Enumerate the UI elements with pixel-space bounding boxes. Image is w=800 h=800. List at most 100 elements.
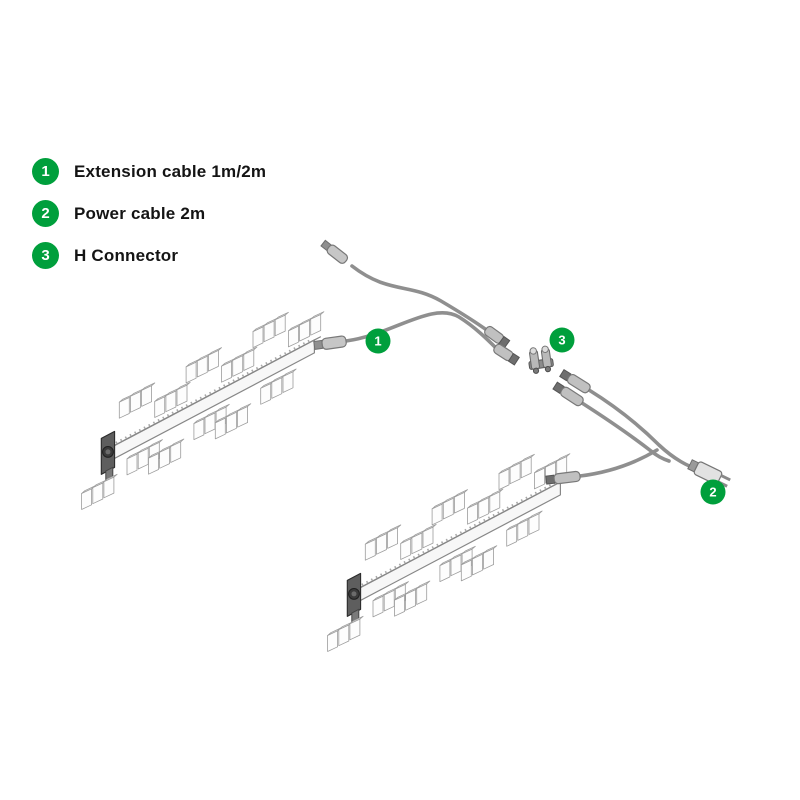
heatsink-fin <box>252 326 264 349</box>
heatsink-fin <box>453 491 465 514</box>
diagram-badge-h-connector: 3 <box>549 327 575 353</box>
badge-circle <box>365 328 391 354</box>
heatsink-fin <box>520 456 532 479</box>
extension-cable-strand <box>350 264 490 333</box>
heatsink-fin <box>126 453 138 476</box>
diagram-badge-power-cable: 2 <box>700 479 726 505</box>
legend-badge-2: 2 <box>32 200 59 227</box>
heatsink-fin <box>232 355 244 377</box>
power-cable-strand <box>578 448 659 478</box>
heatsink-fin <box>422 526 434 549</box>
cable-connector <box>552 381 584 407</box>
heatsink-fin <box>103 476 115 499</box>
diagram-badge-extension-cable: 1 <box>365 328 391 354</box>
heatsink-fin <box>271 377 283 399</box>
heatsink-fin <box>185 361 197 384</box>
heatsink-fin <box>467 503 478 525</box>
heatsink-fin <box>439 560 451 582</box>
legend-label-power-cable: Power cable 2m <box>74 203 206 223</box>
heatsink-fin <box>148 453 159 475</box>
heatsink-fin <box>176 384 188 407</box>
heatsink-fin <box>225 411 237 434</box>
heatsink-fin <box>534 467 545 490</box>
cable-connector <box>493 343 520 366</box>
heatsink-fin <box>383 589 395 612</box>
screw-icon <box>105 449 111 455</box>
badge-number: 2 <box>709 485 716 500</box>
legend-badge-1: 1 <box>32 158 59 185</box>
legend-item-power-cable: 2 Power cable 2m <box>32 200 266 227</box>
heatsink-fin <box>243 349 255 371</box>
extension-cable <box>313 239 520 366</box>
cable-connector <box>559 368 591 394</box>
heatsink-fin <box>196 355 208 378</box>
heatsink-fin <box>118 397 130 419</box>
led-bar-heatsink <box>81 311 325 510</box>
badge-circle <box>549 327 575 353</box>
cable-connector <box>313 335 347 350</box>
heatsink-fin <box>394 595 405 617</box>
heatsink-fin <box>165 390 177 413</box>
heatsink-fin <box>349 618 361 641</box>
heatsink-fin <box>405 589 417 611</box>
legend-label-extension-cable: Extension cable 1m/2m <box>74 161 267 181</box>
heatsink-fin <box>387 527 399 549</box>
cable-connector <box>320 239 349 264</box>
heatsink-fin <box>263 320 275 343</box>
heatsink-fin <box>498 468 510 491</box>
heatsink-fin <box>450 554 462 577</box>
legend: 1 Extension cable 1m/2m 2 Power cable 2m… <box>32 158 266 284</box>
heatsink-fin <box>372 595 384 618</box>
heatsink-fin <box>204 412 216 435</box>
power-cable <box>545 368 731 488</box>
heatsink-fin <box>471 553 483 576</box>
legend-item-h-connector: 3 H Connector <box>32 242 266 269</box>
heatsink-fin <box>141 385 153 407</box>
heatsink-fin <box>92 482 104 505</box>
heatsink-fin <box>310 314 322 336</box>
heatsink-fin <box>364 539 376 561</box>
heatsink-fin <box>221 361 232 383</box>
heatsink-fin <box>400 538 412 560</box>
badge-number: 1 <box>374 334 381 349</box>
heatsink-fin <box>442 497 454 520</box>
led-bars-layer <box>81 311 571 652</box>
heatsink-fin <box>489 491 501 513</box>
heatsink-fin <box>517 519 529 541</box>
heatsink-fin <box>237 406 249 428</box>
led-strip-ticks <box>110 338 312 447</box>
heatsink-fin <box>506 525 518 547</box>
heatsink-fin <box>207 349 219 372</box>
led-strip-ticks <box>356 480 558 589</box>
heatsink-fin <box>282 371 294 393</box>
screw-icon <box>351 591 357 597</box>
cable-connector <box>545 470 581 485</box>
legend-badge-3: 3 <box>32 242 59 269</box>
badge-circle <box>700 479 726 505</box>
badge-number: 3 <box>558 333 565 348</box>
heatsink-fin <box>129 391 141 413</box>
legend-item-extension-cable: 1 Extension cable 1m/2m <box>32 158 266 185</box>
heatsink-fin <box>460 559 472 582</box>
power-plug <box>687 459 731 488</box>
heatsink-fin <box>274 314 286 337</box>
heatsink-fin <box>375 533 387 555</box>
heatsink-fin <box>416 583 428 605</box>
heatsink-fin <box>528 513 540 535</box>
led-bar-heatsink <box>327 453 571 652</box>
heatsink-fin <box>214 417 226 440</box>
heatsink-fin <box>260 383 272 405</box>
heatsink-fin <box>509 462 521 485</box>
heatsink-fin <box>159 447 171 469</box>
heatsink-fin <box>483 548 495 570</box>
end-cap <box>100 430 116 481</box>
heatsink-fin <box>299 319 310 342</box>
h-connector <box>528 345 554 374</box>
power-cable-strand <box>580 401 671 463</box>
heatsink-fin <box>137 447 149 470</box>
power-cable-strand <box>587 388 701 472</box>
heatsink-fin <box>154 396 166 418</box>
heatsink-fin <box>478 497 490 519</box>
